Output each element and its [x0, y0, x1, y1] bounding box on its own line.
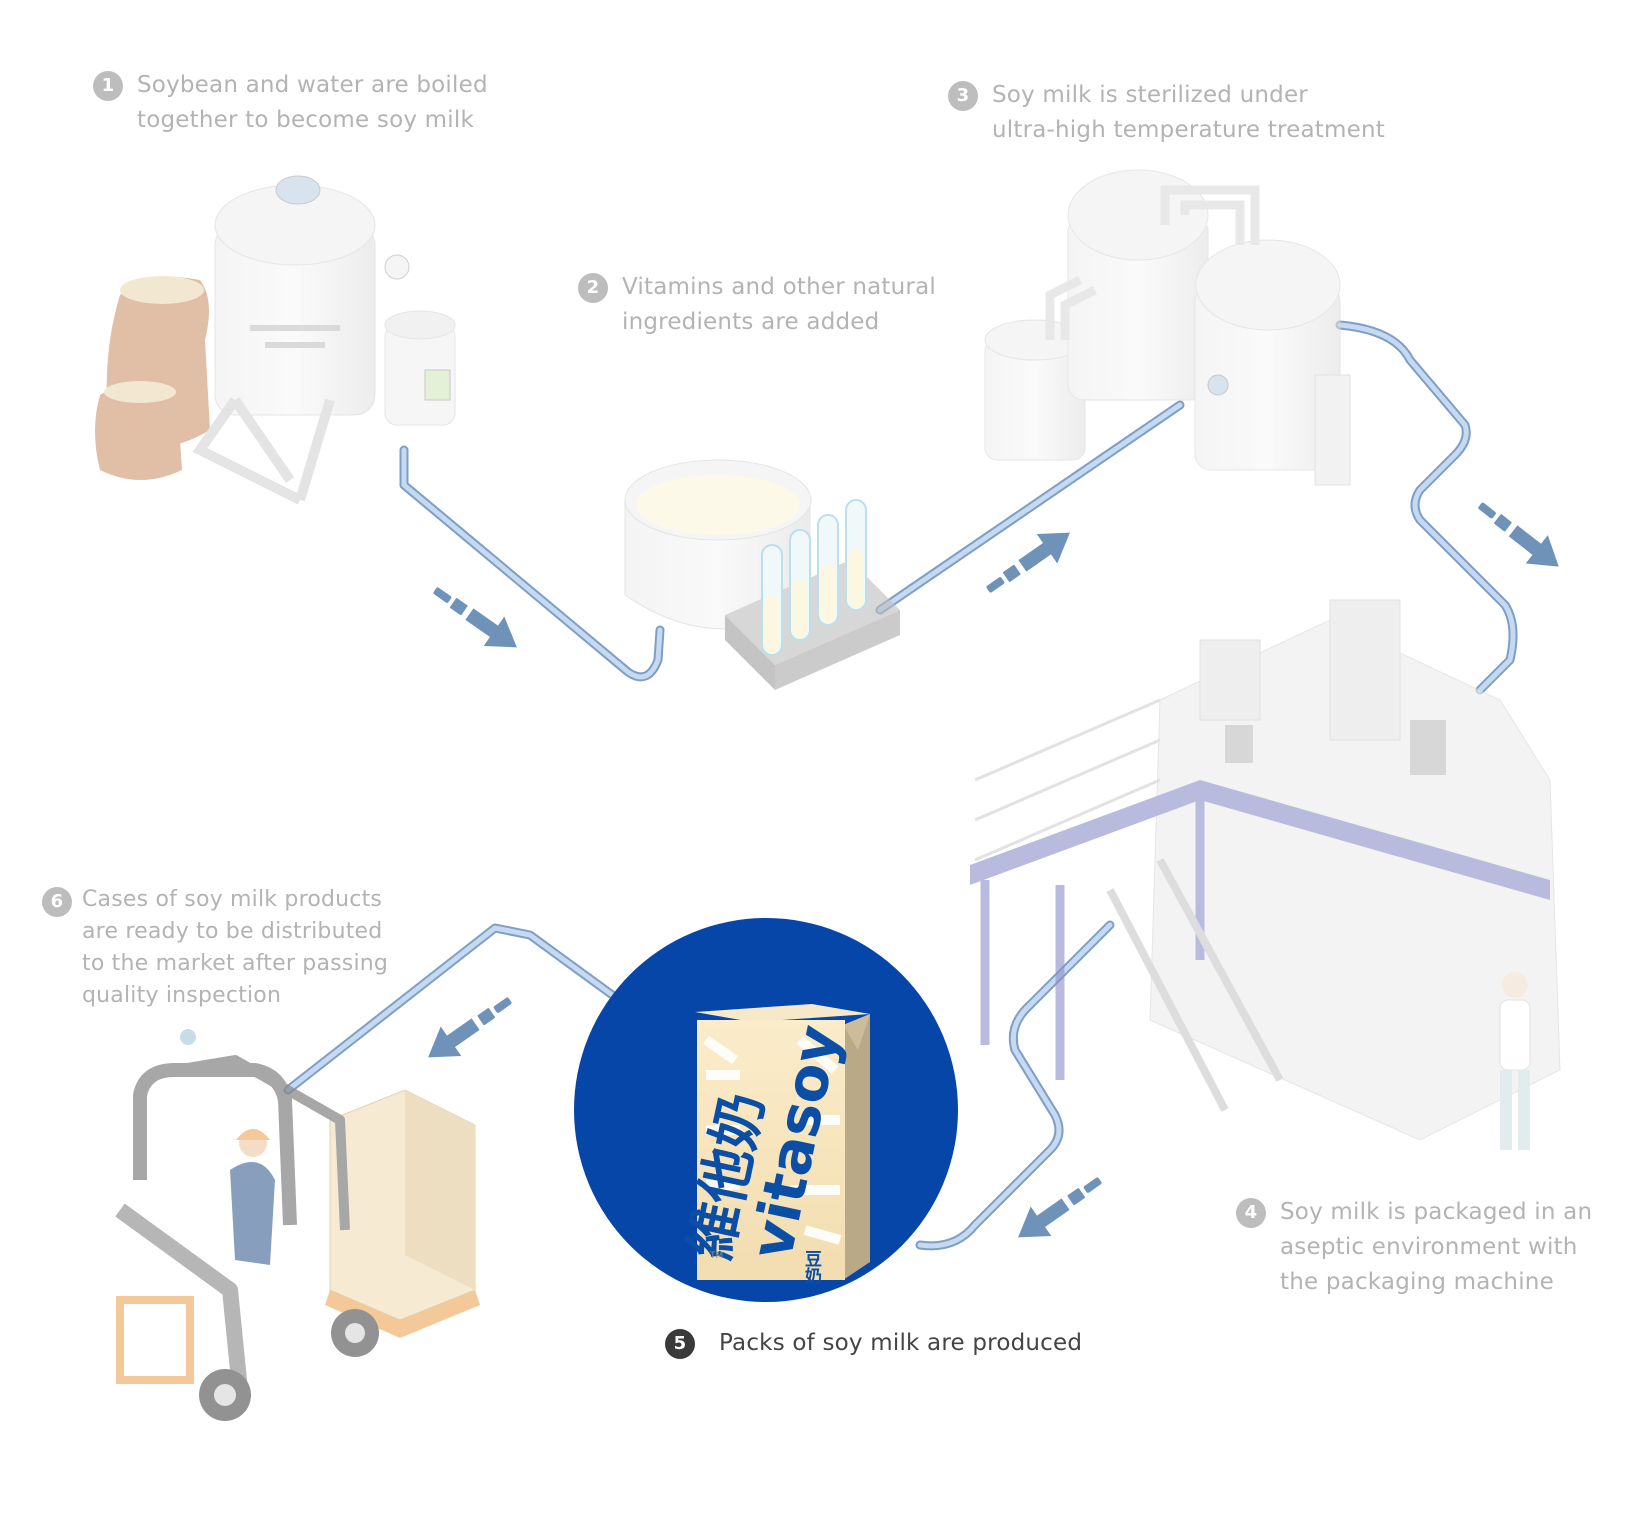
step-description: Soybean and water are boiled together to…: [137, 72, 488, 133]
step-6-label: 6 Cases of soy milk products are ready t…: [42, 884, 388, 1012]
step-description: Soy milk is sterilized under ultra-high …: [992, 82, 1385, 143]
pipe-4-to-5: [915, 920, 1115, 1251]
packaging-machine-illustration: [970, 599, 1561, 1150]
product-highlight: 維他奶 vitasoy 豆奶 TM: [574, 918, 958, 1302]
step-number-badge: 6: [42, 887, 72, 917]
soy-milk-carton-icon: 維他奶 vitasoy 豆奶 TM: [678, 1004, 870, 1285]
step-1-label: 1 Soybean and water are boiled together …: [93, 68, 488, 138]
step-3-label: 3 Soy milk is sterilized under ultra-hig…: [948, 78, 1385, 148]
arrow-icon-step2-to-3: [986, 532, 1070, 593]
step-number-badge: 4: [1236, 1198, 1266, 1228]
arrow-icon-step4-to-5: [1018, 1177, 1102, 1238]
arrow-icon-step3-to-4: [1478, 502, 1559, 567]
boiling-tank-icon: [192, 175, 456, 505]
pipe-3-to-4: [1335, 320, 1518, 695]
step-number-badge-active: 5: [665, 1329, 695, 1359]
cases-pallet-icon: [325, 1089, 480, 1338]
step-5-label: 5 Packs of soy milk are produced: [665, 1326, 1082, 1361]
sterilization-tanks-illustration: [984, 169, 1351, 486]
soybean-sack-icon: [95, 276, 210, 480]
flow-arrows: [428, 502, 1559, 1238]
forklift-icon: [115, 1055, 350, 1391]
step-number-badge: 3: [948, 81, 978, 111]
product-chinese-text: 豆奶: [801, 1250, 822, 1285]
step-2-label: 2 Vitamins and other natural ingredients…: [578, 270, 936, 340]
step-4-label: 4 Soy milk is packaged in an aseptic env…: [1236, 1195, 1592, 1300]
step-number-badge: 1: [93, 71, 123, 101]
arrow-icon-step5-to-6: [428, 997, 512, 1058]
operator-figure: [1499, 972, 1531, 1150]
boiling-tank-illustration: [95, 175, 456, 505]
mixing-vat-illustration: [624, 459, 900, 690]
step-description: Vitamins and other natural ingredients a…: [622, 274, 936, 335]
step-number-badge: 2: [578, 273, 608, 303]
pipe-5-to-6: [283, 923, 620, 1095]
trademark-text: TM: [709, 1251, 723, 1261]
step-description: Soy milk is packaged in an aseptic envir…: [1280, 1199, 1593, 1295]
pipe-network: [283, 320, 1518, 1251]
forklift-illustration: [115, 1029, 480, 1421]
pipe-2-to-3: [875, 400, 1185, 615]
arrow-icon-step1-to-2: [433, 587, 517, 648]
test-tube-rack-icon: [725, 499, 900, 690]
pipe-1-to-2: [399, 445, 665, 682]
step-description: Packs of soy milk are produced: [719, 1330, 1083, 1356]
step-description: Cases of soy milk products are ready to …: [82, 887, 389, 1008]
